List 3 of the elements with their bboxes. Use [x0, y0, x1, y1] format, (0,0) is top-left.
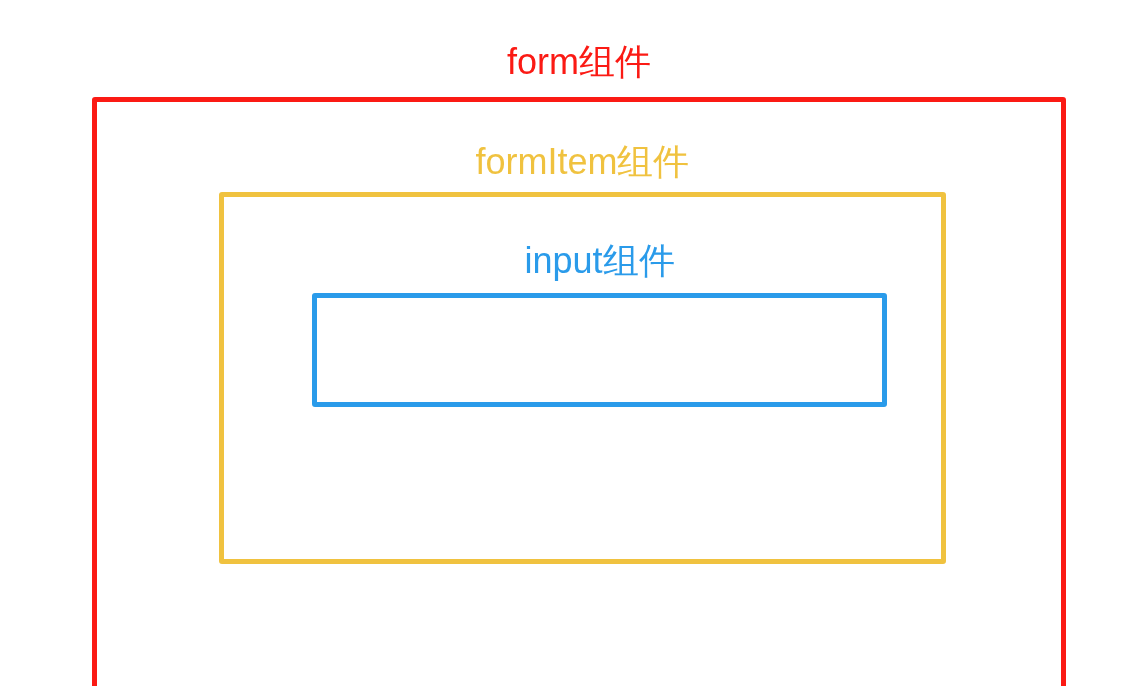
- component-label: form组件: [507, 40, 651, 84]
- component-label: formItem组件: [475, 140, 690, 184]
- component-label: input组件: [524, 239, 675, 283]
